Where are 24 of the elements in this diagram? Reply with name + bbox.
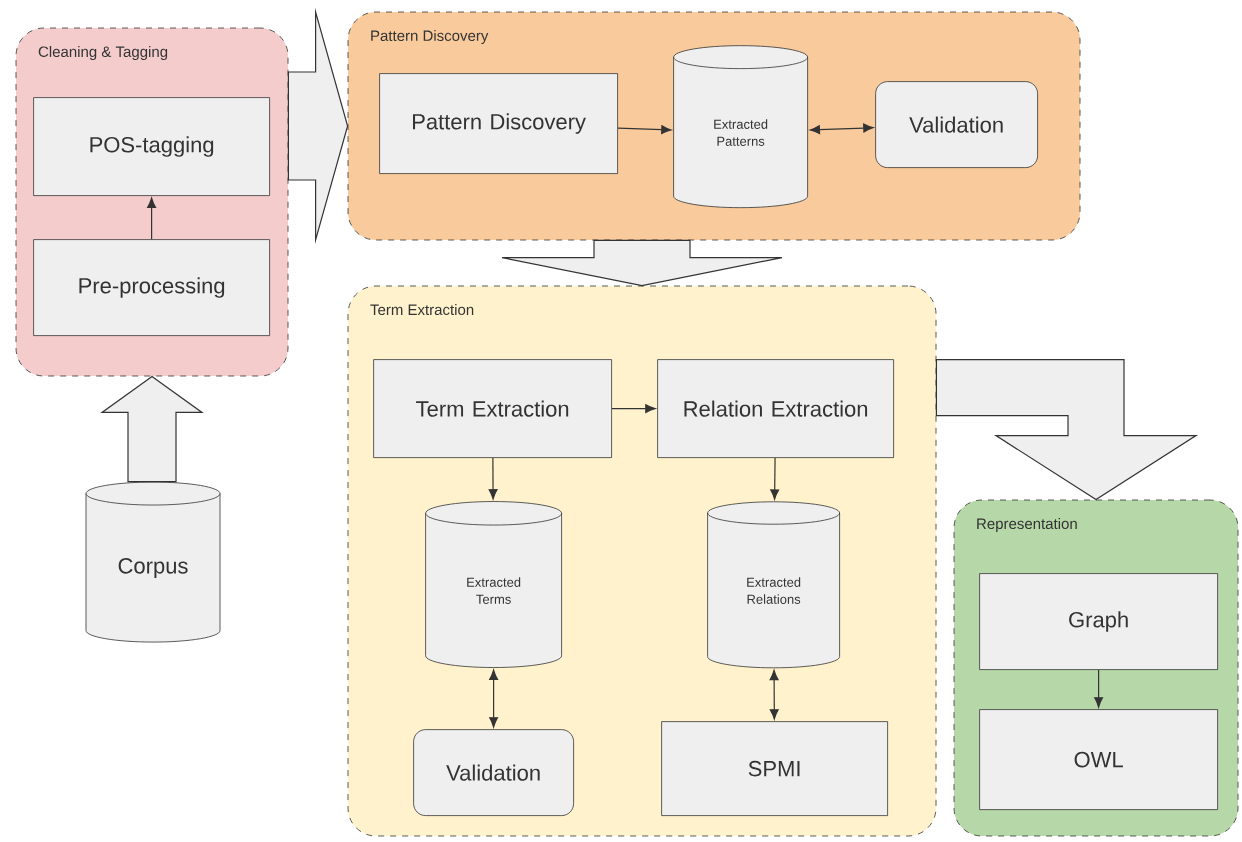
- arrow: [1094, 669, 1104, 708]
- arrow: [770, 457, 780, 500]
- block-arrow: [287, 7, 349, 245]
- rounded-box: Validation: [875, 81, 1038, 168]
- arrow: [809, 123, 874, 135]
- database-cylinder: Corpus: [85, 481, 221, 643]
- process-box: Pattern Discovery: [379, 73, 618, 174]
- arrow: [617, 125, 672, 135]
- rounded-box: Validation: [413, 729, 574, 816]
- process-box: OWL: [979, 709, 1218, 810]
- process-box: POS-tagging: [33, 97, 270, 196]
- process-box: Relation Extraction: [657, 359, 894, 458]
- process-box: Graph: [979, 573, 1218, 670]
- arrow: [769, 669, 779, 720]
- block-arrow: [100, 375, 204, 483]
- block-arrow: [935, 359, 1199, 501]
- arrow: [147, 197, 157, 240]
- process-box: SPMI: [661, 721, 888, 816]
- arrow: [489, 669, 499, 728]
- process-box: Term Extraction: [373, 359, 612, 458]
- block-arrow: [501, 239, 783, 287]
- process-box: Pre-processing: [33, 239, 270, 336]
- arrow: [611, 404, 656, 414]
- arrow: [488, 457, 498, 500]
